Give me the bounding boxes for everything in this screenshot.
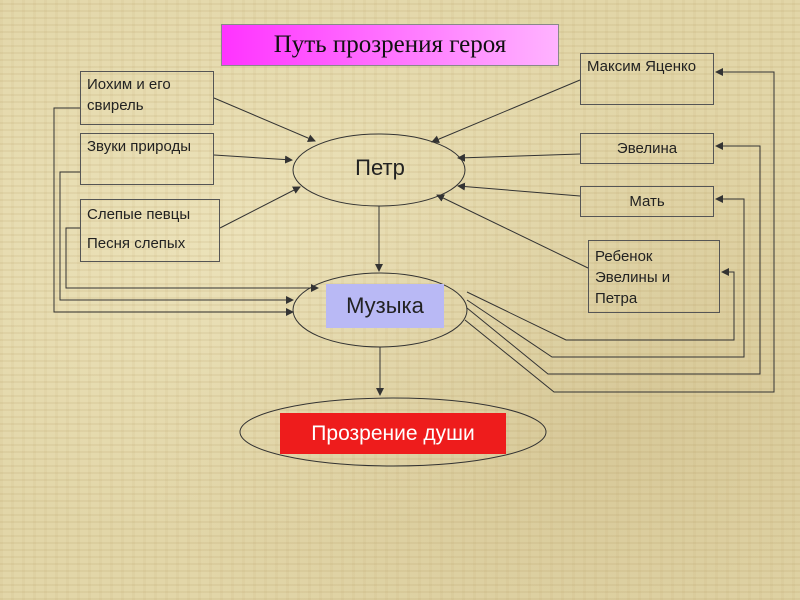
node-zvuki-label: Звуки природы <box>87 138 192 155</box>
node-pesnya-label: Песня слепых <box>87 235 186 252</box>
node-rebenok-label: Ребенок Эвелины и Петра <box>595 248 671 307</box>
path-iokhim-muzyka <box>53 107 294 316</box>
diagram-title: Путь прозрения героя <box>221 24 559 66</box>
node-iokhim-label: Иохим и его свирель <box>87 76 171 114</box>
path-muzyka-rebenok <box>466 268 735 341</box>
node-slepye-pevtsy-label: Слепые певцы <box>87 206 191 223</box>
node-maksim-label: Максим Яценко <box>587 58 697 75</box>
node-evelina: Эвелина <box>580 133 714 164</box>
node-maksim: Максим Яценко <box>580 53 714 105</box>
node-prozrenie-label: Прозрение души <box>280 413 506 454</box>
path-muzyka-evelina <box>466 142 761 375</box>
path-muzyka-maksim <box>464 68 775 393</box>
node-slepye-pevtsy: Слепые певцы Песня слепых <box>80 199 220 262</box>
arrow-rebenok-petr <box>436 194 589 269</box>
node-rebenok: Ребенок Эвелины и Петра <box>588 240 720 313</box>
node-mat-label: Мать <box>629 193 665 210</box>
arrow-mat-petr <box>457 182 581 197</box>
arrow-evelina-petr <box>457 153 581 162</box>
arrow-iokhim-petr <box>213 97 316 142</box>
node-petr-label: Петр <box>355 155 405 180</box>
path-zvuki-muzyka <box>59 171 294 304</box>
node-muzyka-label: Музыка <box>326 284 444 328</box>
node-zvuki: Звуки природы <box>80 133 214 185</box>
path-muzyka-mat <box>466 195 745 358</box>
prozrenie-ellipse <box>239 397 547 467</box>
node-iokhim: Иохим и его свирель <box>80 71 214 125</box>
arrow-pevtsy-petr <box>219 186 301 229</box>
path-pevtsy-muzyka <box>65 227 319 292</box>
node-evelina-label: Эвелина <box>616 140 678 157</box>
arrow-zvuki-petr <box>213 154 293 164</box>
arrow-maksim-petr <box>431 79 581 143</box>
node-mat: Мать <box>580 186 714 217</box>
